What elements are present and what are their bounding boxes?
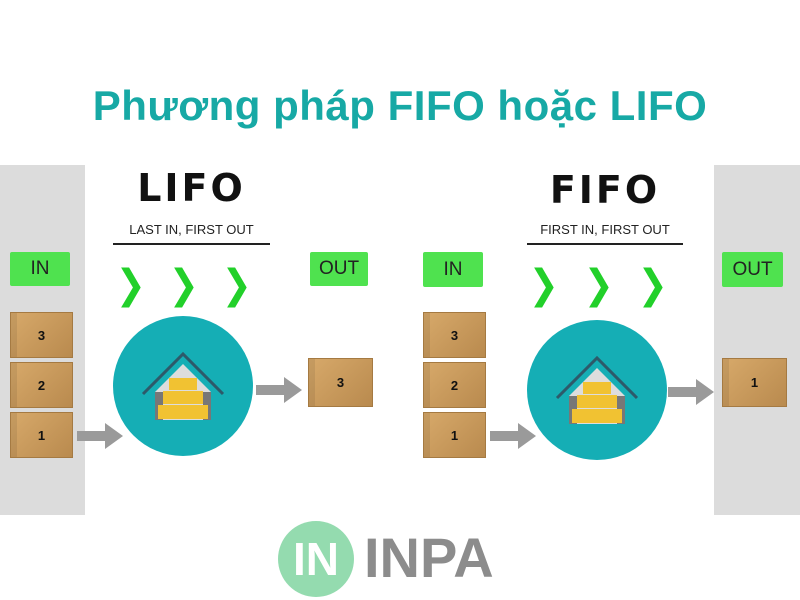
fifo-heading: FIFO: [549, 168, 661, 212]
watermark-logo: IN: [278, 521, 354, 597]
fifo-in-box-2: 2: [423, 362, 486, 408]
chevron-right-icon: ❯: [221, 262, 252, 308]
fifo-out-panel: [714, 165, 800, 515]
fifo-in-box-3: 3: [423, 312, 486, 358]
lifo-in-box-3: 3: [10, 312, 73, 358]
fifo-out-tag: OUT: [722, 252, 783, 287]
fifo-in-box-1: 1: [423, 412, 486, 458]
page-title: Phương pháp FIFO hoặc LIFO: [92, 82, 708, 129]
fifo-in-tag: IN: [423, 252, 483, 287]
lifo-in-box-1: 1: [10, 412, 73, 458]
warehouse-icon: [141, 351, 225, 420]
lifo-in-tag: IN: [10, 252, 70, 286]
warehouse-circle: [527, 320, 667, 460]
fifo-out-box: 1: [722, 358, 787, 407]
lifo-subtitle: LAST IN, FIRST OUT: [129, 222, 254, 237]
lifo-out-box: 3: [308, 358, 373, 407]
warehouse-icon: [555, 355, 639, 424]
lifo-heading: LIFO: [137, 166, 246, 210]
arrow-right-icon: [77, 423, 123, 449]
chevron-right-icon: ❯: [583, 262, 614, 308]
arrow-right-icon: [668, 379, 714, 405]
fifo-subtitle: FIRST IN, FIRST OUT: [540, 222, 670, 237]
arrow-right-icon: [256, 377, 302, 403]
arrow-right-icon: [490, 423, 536, 449]
watermark-text: INPA: [364, 526, 494, 589]
chevron-right-icon: ❯: [528, 262, 559, 308]
divider: [113, 243, 270, 245]
chevron-right-icon: ❯: [168, 262, 199, 308]
lifo-in-box-2: 2: [10, 362, 73, 408]
chevron-right-icon: ❯: [637, 262, 668, 308]
divider: [527, 243, 683, 245]
lifo-out-tag: OUT: [310, 252, 368, 286]
warehouse-circle: [113, 316, 253, 456]
chevron-right-icon: ❯: [115, 262, 146, 308]
